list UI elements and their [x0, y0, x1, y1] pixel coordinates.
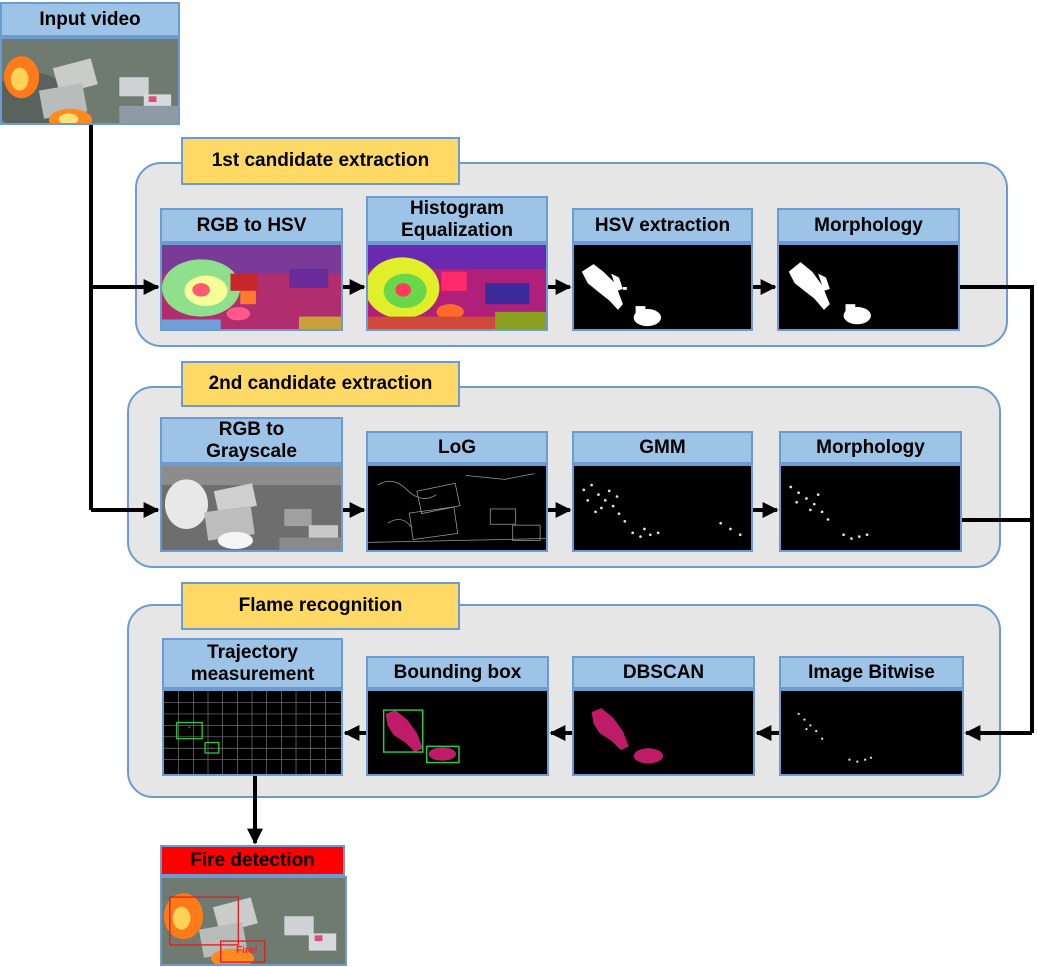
- stage1-step3-label: HSV extraction: [572, 208, 753, 243]
- stage1-step3-image: [572, 243, 753, 331]
- stage3-step1-label: Trajectory measurement: [162, 638, 343, 689]
- stage3-step3-label: DBSCAN: [572, 656, 755, 689]
- fire-overlay-text: Fire!: [236, 945, 258, 956]
- stage3-step1-image: [162, 689, 343, 776]
- stage3-step2-label: Bounding box: [366, 656, 549, 689]
- stage1-step2-image: [366, 243, 548, 331]
- stage2-step4-label: Morphology: [779, 431, 962, 464]
- stage1-step1-image: [160, 243, 343, 331]
- stage2-step3-image: [572, 464, 753, 552]
- stage2-step1-image: [160, 464, 343, 552]
- stage1-step4-image: [777, 243, 960, 331]
- stage1-step4-label: Morphology: [777, 208, 960, 243]
- stage2-step2-label: LoG: [366, 431, 548, 464]
- stage3-title: Flame recognition: [181, 582, 460, 630]
- input-video-label: Input video: [0, 2, 180, 37]
- fire-detection-frame: [160, 876, 347, 966]
- stage3-step3-image: [572, 689, 755, 776]
- stage2-title: 2nd candidate extraction: [181, 361, 460, 407]
- input-video-frame: [0, 37, 180, 125]
- stage2-step2-image: [366, 464, 548, 552]
- stage2-step1-label: RGB to Grayscale: [160, 417, 343, 464]
- stage3-step4-image: [779, 689, 964, 776]
- stage1-step1-label: RGB to HSV: [160, 208, 343, 243]
- stage1-step2-label: Histogram Equalization: [366, 196, 548, 243]
- stage3-step4-label: Image Bitwise: [779, 656, 964, 689]
- stage3-step2-image: [366, 689, 549, 776]
- stage1-title: 1st candidate extraction: [181, 137, 460, 185]
- fire-detection-label: Fire detection: [160, 845, 345, 876]
- stage2-step4-image: [779, 464, 962, 552]
- stage2-step3-label: GMM: [572, 431, 753, 464]
